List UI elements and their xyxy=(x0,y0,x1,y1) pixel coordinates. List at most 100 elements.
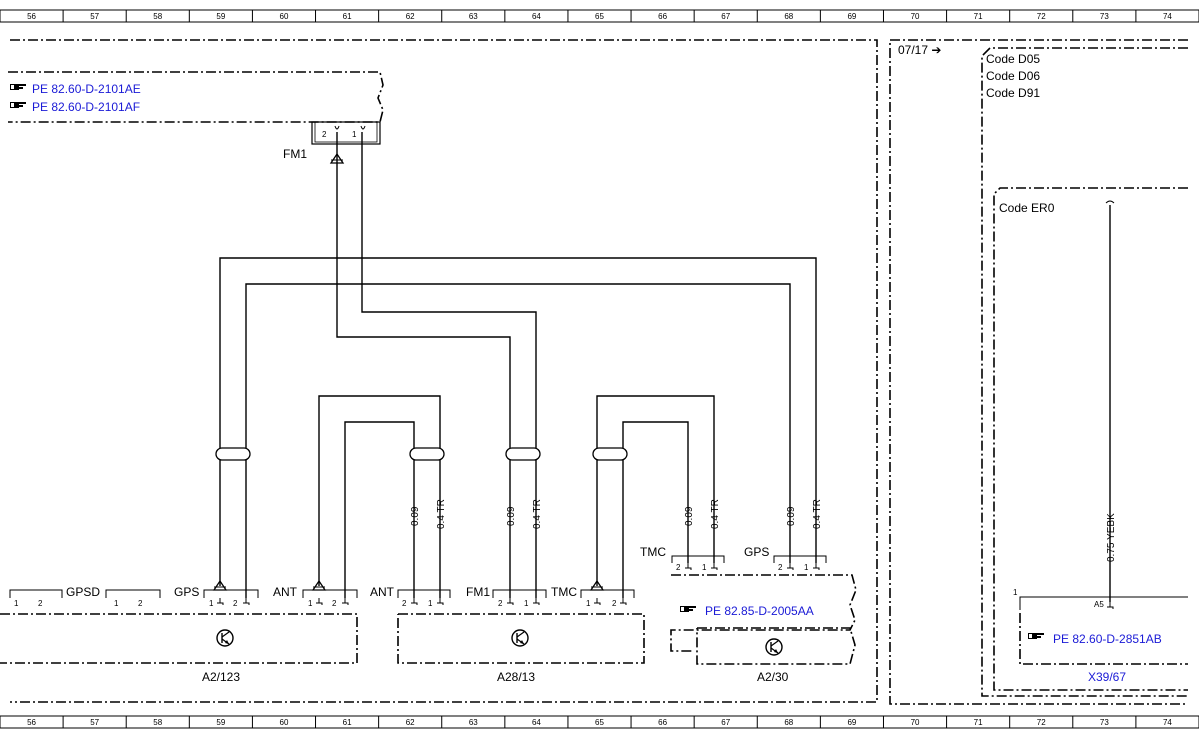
svg-text:0.75 YEBK: 0.75 YEBK xyxy=(1106,513,1117,562)
svg-text:1: 1 xyxy=(308,599,313,608)
svg-text:0.09: 0.09 xyxy=(410,506,421,526)
top-ruler-column: 67 xyxy=(721,12,730,21)
top-ruler-column: 73 xyxy=(1100,12,1109,21)
svg-text:2: 2 xyxy=(138,599,143,608)
bottom-ruler-column: 60 xyxy=(280,718,289,727)
component-label-a28-13: A28/13 xyxy=(497,670,535,684)
bottom-ruler-column: 69 xyxy=(847,718,856,727)
svg-text:1: 1 xyxy=(586,599,591,608)
reference-link-2005aa[interactable]: PE 82.85-D-2005AA xyxy=(705,604,814,618)
bottom-ruler-column: 71 xyxy=(974,718,983,727)
svg-text:2: 2 xyxy=(402,599,407,608)
wire-harness xyxy=(219,132,817,598)
page-reference[interactable]: 07/17 ➔ xyxy=(898,43,941,57)
component-label-x39-67[interactable]: X39/67 xyxy=(1088,670,1126,684)
svg-text:1: 1 xyxy=(352,130,357,139)
svg-text:1: 1 xyxy=(114,599,119,608)
ant-connector-label: ANT xyxy=(273,585,298,599)
svg-text:2: 2 xyxy=(676,563,681,572)
svg-text:0.09: 0.09 xyxy=(684,506,695,526)
bottom-ruler xyxy=(0,715,1199,729)
ant-connector-label: ANT xyxy=(370,585,395,599)
shield-marker xyxy=(592,447,628,461)
bottom-ruler-column: 61 xyxy=(343,718,352,727)
component-a2-30[interactable]: TMC 2 1 GPS 2 1 PE 82.85-D-2005AA A2/30 xyxy=(640,545,857,684)
top-ruler-column: 70 xyxy=(911,12,920,21)
svg-text:0.4 TR: 0.4 TR xyxy=(812,499,823,529)
left-frame xyxy=(10,39,878,703)
bottom-ruler-column: 66 xyxy=(658,718,667,727)
svg-text:1: 1 xyxy=(14,599,19,608)
top-ruler-column: 71 xyxy=(974,12,983,21)
fm1-top-label: FM1 xyxy=(283,147,307,161)
svg-text:1: 1 xyxy=(804,563,809,572)
svg-text:0.4 TR: 0.4 TR xyxy=(710,499,721,529)
svg-text:1: 1 xyxy=(1013,588,1018,597)
shield-marker xyxy=(505,447,541,461)
top-ruler-column: 57 xyxy=(90,12,99,21)
component-x39-67[interactable]: 0.75 YEBK 1 A5 PE 82.60-D-2851AB X39/67 xyxy=(1013,200,1188,684)
svg-text:2: 2 xyxy=(612,599,617,608)
svg-text:0.4 TR: 0.4 TR xyxy=(436,499,447,529)
bottom-ruler-column: 63 xyxy=(469,718,478,727)
svg-text:0.4 TR: 0.4 TR xyxy=(532,499,543,529)
svg-text:2: 2 xyxy=(498,599,503,608)
top-ruler-column: 62 xyxy=(406,12,415,21)
bottom-ruler-column: 57 xyxy=(90,718,99,727)
top-ruler-column: 69 xyxy=(847,12,856,21)
transistor-icon xyxy=(216,629,234,647)
component-label-a2-123: A2/123 xyxy=(202,670,240,684)
svg-text:2: 2 xyxy=(38,599,43,608)
reference-link-2851ab[interactable]: PE 82.60-D-2851AB xyxy=(1053,632,1162,646)
bottom-ruler-column: 56 xyxy=(27,718,36,727)
svg-text:0.09: 0.09 xyxy=(506,506,517,526)
tmc-connector-label: TMC xyxy=(551,585,577,599)
bottom-ruler-column: 70 xyxy=(911,718,920,727)
svg-text:2: 2 xyxy=(332,599,337,608)
svg-text:1: 1 xyxy=(524,599,529,608)
top-ruler-column: 63 xyxy=(469,12,478,21)
top-ruler-column: 74 xyxy=(1163,12,1172,21)
component-a2-123[interactable]: 1 2 GPSD 1 2 GPS 1 2 ANT 1 2 A2/123 xyxy=(0,580,358,684)
bottom-ruler-column: 73 xyxy=(1100,718,1109,727)
top-ruler-column: 56 xyxy=(27,12,36,21)
bottom-ruler-column: 58 xyxy=(153,718,162,727)
bottom-ruler-column: 59 xyxy=(216,718,225,727)
top-ruler-column: 64 xyxy=(532,12,541,21)
reference-link-2101af[interactable]: PE 82.60-D-2101AF xyxy=(32,100,140,114)
svg-text:2: 2 xyxy=(322,130,327,139)
code-d06-label: Code D06 xyxy=(986,69,1040,83)
code-d05-label: Code D05 xyxy=(986,52,1040,66)
svg-text:1: 1 xyxy=(702,563,707,572)
bottom-ruler-column: 65 xyxy=(595,718,604,727)
top-ruler xyxy=(0,9,1199,23)
gps-connector-label: GPS xyxy=(174,585,199,599)
bottom-ruler-column: 64 xyxy=(532,718,541,727)
component-label-a2-30: A2/30 xyxy=(757,670,789,684)
pointing-hand-icon xyxy=(10,102,26,108)
top-ruler-column: 60 xyxy=(280,12,289,21)
reference-link-2101ae[interactable]: PE 82.60-D-2101AE xyxy=(32,82,141,96)
gpsd-connector-label: GPSD xyxy=(66,585,100,599)
transistor-icon xyxy=(765,638,783,656)
code-er0-frame xyxy=(993,187,1188,691)
bottom-ruler-column: 72 xyxy=(1037,718,1046,727)
top-ruler-column: 58 xyxy=(153,12,162,21)
component-a28-13[interactable]: ANT 2 1 FM1 2 1 TMC 1 2 A28/13 xyxy=(370,580,645,684)
right-frame xyxy=(889,39,1188,705)
bottom-ruler-column: 74 xyxy=(1163,718,1172,727)
bottom-ruler-column: 62 xyxy=(406,718,415,727)
svg-text:1: 1 xyxy=(209,599,214,608)
gps-connector-label: GPS xyxy=(744,545,769,559)
svg-text:0.09: 0.09 xyxy=(786,506,797,526)
top-ruler-column: 61 xyxy=(343,12,352,21)
top-ruler-column: 66 xyxy=(658,12,667,21)
pointing-hand-icon xyxy=(10,84,26,90)
shield-marker xyxy=(215,447,251,461)
pointing-hand-icon xyxy=(1028,633,1044,639)
svg-text:A5: A5 xyxy=(1094,600,1104,609)
top-ruler-column: 65 xyxy=(595,12,604,21)
reference-box-top xyxy=(8,71,384,123)
top-ruler-column: 72 xyxy=(1037,12,1046,21)
